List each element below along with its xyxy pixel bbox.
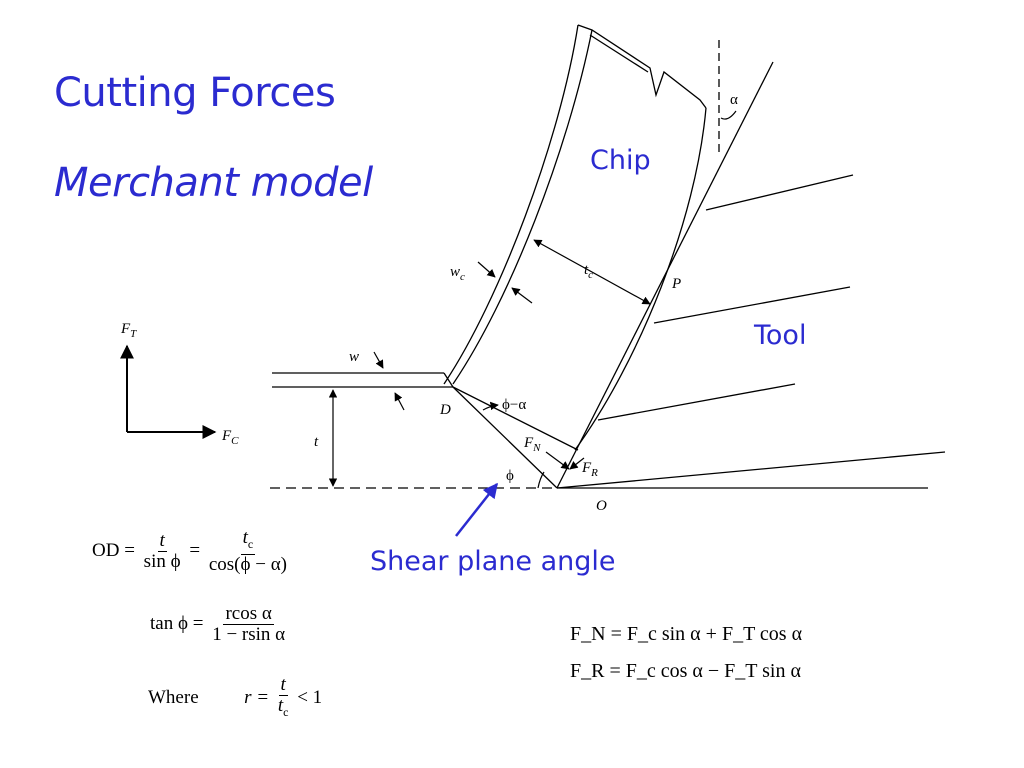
tool-label: Tool [754, 320, 807, 351]
fn-label: FN [523, 435, 541, 454]
d-label: D [439, 402, 451, 418]
p-label: P [671, 276, 681, 292]
dimension-arrows [328, 110, 737, 489]
t-label: t [314, 434, 319, 450]
fr-label: FR [581, 460, 598, 479]
ft-label: FT [120, 321, 137, 340]
w-label: w [349, 349, 359, 365]
o-label: O [596, 498, 607, 514]
workpiece [270, 40, 928, 489]
fc-label: FC [221, 428, 239, 447]
chip-outline [443, 24, 707, 451]
shear-plane-angle-label: Shear plane angle [370, 546, 616, 577]
force-axes [120, 344, 217, 439]
chip-label: Chip [590, 145, 651, 176]
phi-minus-alpha-label: ϕ−α [502, 397, 526, 413]
shear-plane-angle-pointer [455, 482, 498, 537]
fr-equation: F_R = F_c cos α − F_T sin α [570, 660, 801, 682]
tc-label: tc [584, 262, 593, 281]
alpha-label: α [730, 92, 738, 108]
slide-title: Cutting Forces [54, 70, 336, 116]
tool-outline [556, 61, 946, 489]
slide-subtitle: Merchant model [54, 160, 373, 206]
wc-label: wc [450, 264, 465, 283]
fn-equation: F_N = F_c sin α + F_T cos α [570, 623, 803, 645]
phi-label: ϕ [506, 468, 514, 484]
